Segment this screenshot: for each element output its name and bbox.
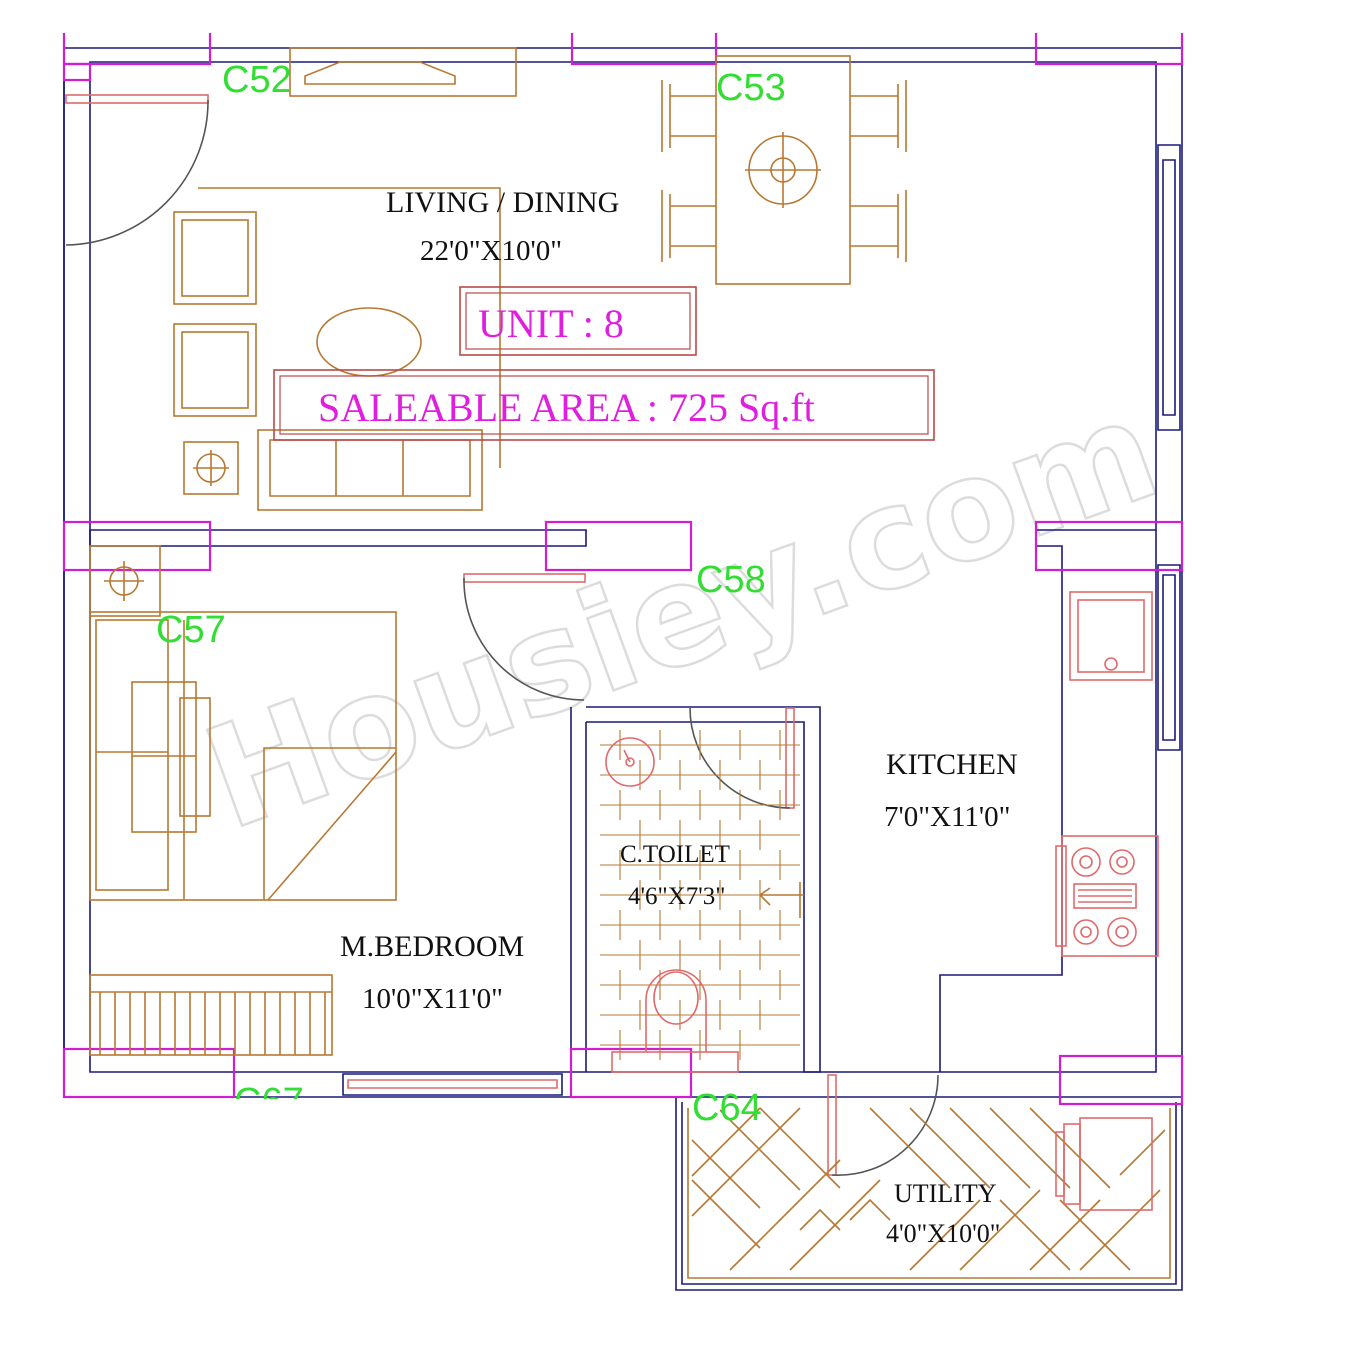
doors — [65, 94, 939, 1176]
unit-box: UNIT : 8 — [459, 286, 697, 356]
living-furniture — [173, 47, 907, 511]
room-labels: LIVING / DINING 22'0"X10'0" M.BEDROOM 10… — [340, 186, 1018, 1248]
bedroom-size: 10'0"X11'0" — [362, 983, 503, 1015]
toilet-name: C.TOILET — [620, 841, 730, 868]
kitchen-fixtures — [1055, 591, 1159, 957]
area-box: SALEABLE AREA : 725 Sq.ft — [273, 369, 935, 441]
living-name: LIVING / DINING — [386, 186, 619, 219]
utility-size: 4'0"X10'0" — [886, 1219, 1000, 1248]
toilet-size: 4'6"X7'3" — [628, 883, 725, 910]
tag-c53: C53 — [716, 67, 786, 109]
toilet-fixtures — [605, 737, 804, 1073]
column-markers — [62, 33, 1184, 1106]
watermark: Housiey.com — [186, 368, 1178, 862]
tag-c64: C64 — [692, 1087, 762, 1129]
utility-name: UTILITY — [894, 1179, 997, 1208]
living-size: 22'0"X10'0" — [420, 235, 562, 267]
unit-label: UNIT : 8 — [478, 301, 624, 346]
bedroom-furniture — [89, 545, 397, 1056]
tag-c58: C58 — [696, 559, 766, 601]
saleable-area-label: SALEABLE AREA : 725 Sq.ft — [318, 385, 815, 430]
tag-c57: C57 — [156, 609, 226, 651]
kitchen-name: KITCHEN — [886, 748, 1018, 781]
tag-c52: C52 — [222, 59, 292, 101]
kitchen-size: 7'0"X11'0" — [884, 801, 1011, 833]
walls — [63, 47, 1183, 1291]
toilet-tiles — [600, 730, 800, 1060]
bedroom-name: M.BEDROOM — [340, 930, 524, 963]
utility-floor — [691, 1107, 1166, 1271]
